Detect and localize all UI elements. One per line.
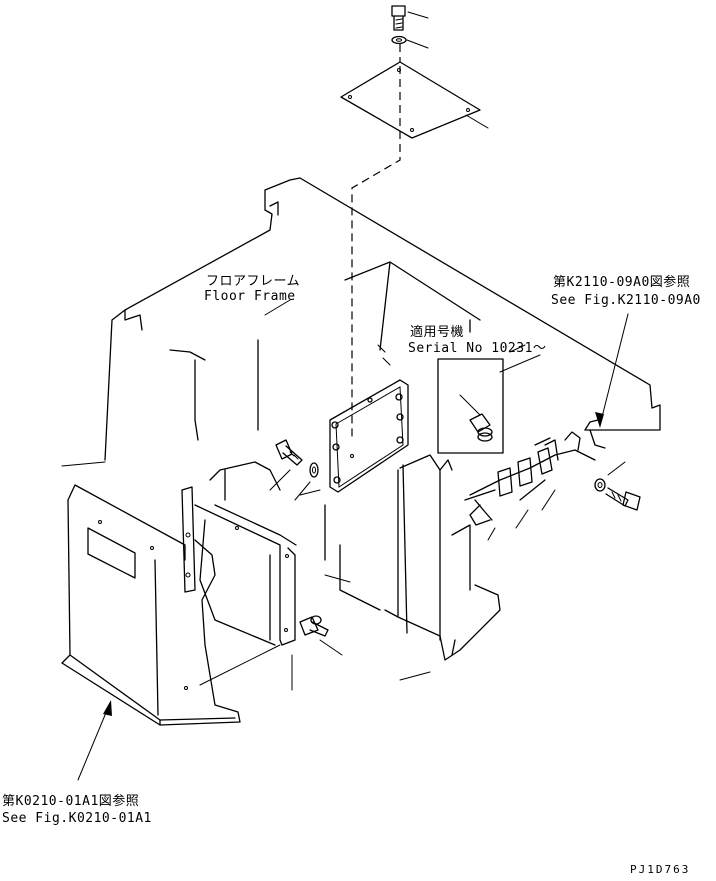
ref-k2110-label-en: See Fig.K2110-09A0	[551, 293, 701, 308]
bracket-plate	[194, 504, 297, 691]
lower-bolt	[299, 615, 343, 656]
top-bolt	[391, 5, 429, 31]
leader-k0210	[77, 700, 112, 781]
ref-k2110-label-jp: 第K2110-09A0図参照	[553, 275, 691, 290]
top-washer	[391, 35, 429, 49]
pedestal-cover	[61, 484, 241, 726]
ref-k0210-label-en: See Fig.K0210-01A1	[2, 811, 152, 826]
floor-frame-label-jp: フロアフレーム	[206, 274, 301, 289]
serial-label-jp: 適用号機	[410, 325, 465, 340]
top-cover-plate	[340, 61, 489, 139]
leader-k2110	[595, 313, 629, 428]
serial-detail-box	[377, 344, 541, 454]
wiring-harness	[464, 419, 599, 541]
side-bolt-left	[269, 439, 319, 501]
side-bolt-right	[594, 461, 641, 511]
serial-label-en: Serial No 10231～	[408, 341, 547, 356]
drawing-code: PJ1D763	[630, 863, 691, 876]
access-cover	[329, 379, 409, 493]
floor-frame	[61, 177, 661, 681]
ref-k0210-label-jp: 第K0210-01A1図参照	[2, 794, 140, 809]
floor-frame-label-en: Floor Frame	[204, 289, 296, 304]
